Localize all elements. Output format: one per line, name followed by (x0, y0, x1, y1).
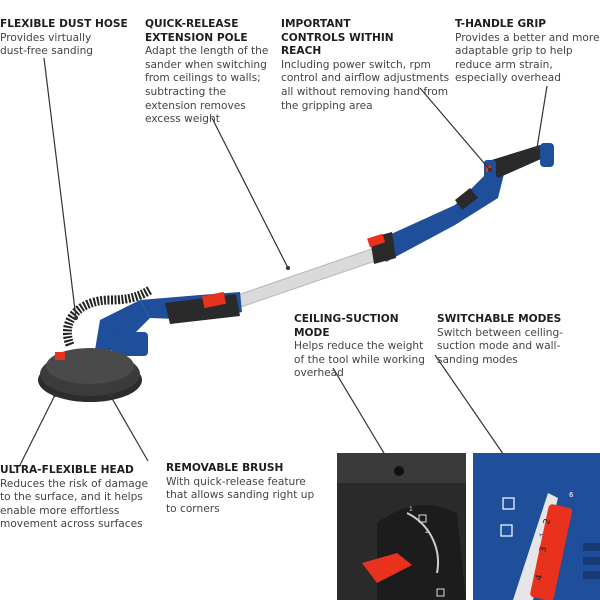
callout-switchable-modes: SWITCHABLE MODES Switch between ceiling-… (437, 313, 600, 367)
callout-title: IMPORTANT CONTROLS WITHIN REACH (281, 18, 394, 58)
callout-title: ULTRA-FLEXIBLE HEAD (0, 464, 134, 476)
callout-desc: Provides a better and more adaptable gri… (455, 31, 600, 85)
dial-label-2: 2 (425, 528, 429, 535)
slider-label-3: 3 (538, 546, 549, 554)
callout-ultra-flexible-head: ULTRA-FLEXIBLE HEAD Reduces the risk of … (0, 464, 160, 532)
t-handle-grip (484, 143, 554, 184)
callout-desc: Switch between ceiling-suction mode and … (437, 326, 564, 366)
callout-extension-pole: QUICK-RELEASE EXTENSION POLE Adapt the l… (145, 18, 280, 127)
callout-desc: With quick-release feature that allows s… (166, 475, 315, 515)
motor-handle-body (367, 168, 505, 264)
switchable-modes-closeup: 1-5 2 3 4 6 (473, 453, 600, 600)
callout-important-controls: IMPORTANT CONTROLS WITHIN REACH Includin… (281, 18, 451, 113)
leader-brush (109, 394, 149, 462)
slider-label-4: 4 (534, 573, 545, 581)
leader-controls (419, 87, 491, 171)
leader-hose (43, 57, 77, 319)
callout-desc: Helps reduce the weight of the tool whil… (294, 340, 425, 380)
callout-t-handle-grip: T-HANDLE GRIP Provides a better and more… (455, 18, 600, 86)
callout-flexible-dust-hose: FLEXIBLE DUST HOSE Provides virtually du… (0, 18, 140, 59)
extension-pole (234, 245, 385, 309)
dust-hose (62, 286, 153, 347)
callout-desc: Including power switch, rpm control and … (281, 58, 450, 112)
callout-desc: Adapt the length of the sander when swit… (145, 45, 269, 126)
leader-head (19, 394, 56, 466)
callout-title: FLEXIBLE DUST HOSE (0, 18, 128, 30)
mode-slider[interactable] (529, 504, 572, 600)
callout-title: CEILING-SUCTION MODE (294, 313, 399, 339)
callout-desc: Provides virtually dust-free sanding (0, 31, 94, 58)
slider-label-2: 2 (542, 518, 553, 526)
callout-removable-brush: REMOVABLE BRUSH With quick-release featu… (166, 462, 316, 516)
sanding-head (38, 348, 142, 402)
speed-label-6: 6 (569, 491, 574, 499)
callout-desc: Reduces the risk of damage to the surfac… (0, 477, 148, 531)
callout-title: T-HANDLE GRIP (455, 18, 547, 30)
leader-handle (536, 85, 548, 149)
leader-pole (211, 117, 289, 269)
callout-title: REMOVABLE BRUSH (166, 462, 284, 474)
leader-lines (19, 57, 548, 506)
callout-title: QUICK-RELEASE EXTENSION POLE (145, 18, 248, 44)
callout-title: SWITCHABLE MODES (437, 313, 562, 325)
dial-label-1: 1 (409, 506, 413, 513)
suction-switch[interactable] (362, 553, 412, 583)
callout-ceiling-suction: CEILING-SUCTION MODE Helps reduce the we… (294, 313, 434, 381)
front-arm (95, 291, 242, 356)
ceiling-suction-closeup: 1 2 (337, 453, 466, 600)
